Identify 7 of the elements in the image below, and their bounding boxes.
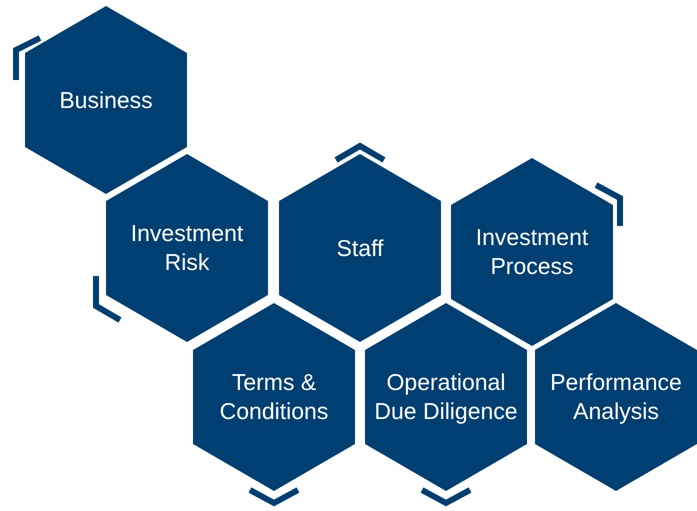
tile-label: Staff <box>336 234 384 262</box>
tile-label: Operational Due Diligence <box>373 368 519 426</box>
tile-label: Investment Process <box>474 223 590 281</box>
tile-label: Performance Analysis <box>549 368 683 426</box>
tile-label: Business <box>59 86 153 114</box>
tile-label: Investment Risk <box>130 219 244 277</box>
tile-label: Terms & Conditions <box>218 368 330 426</box>
